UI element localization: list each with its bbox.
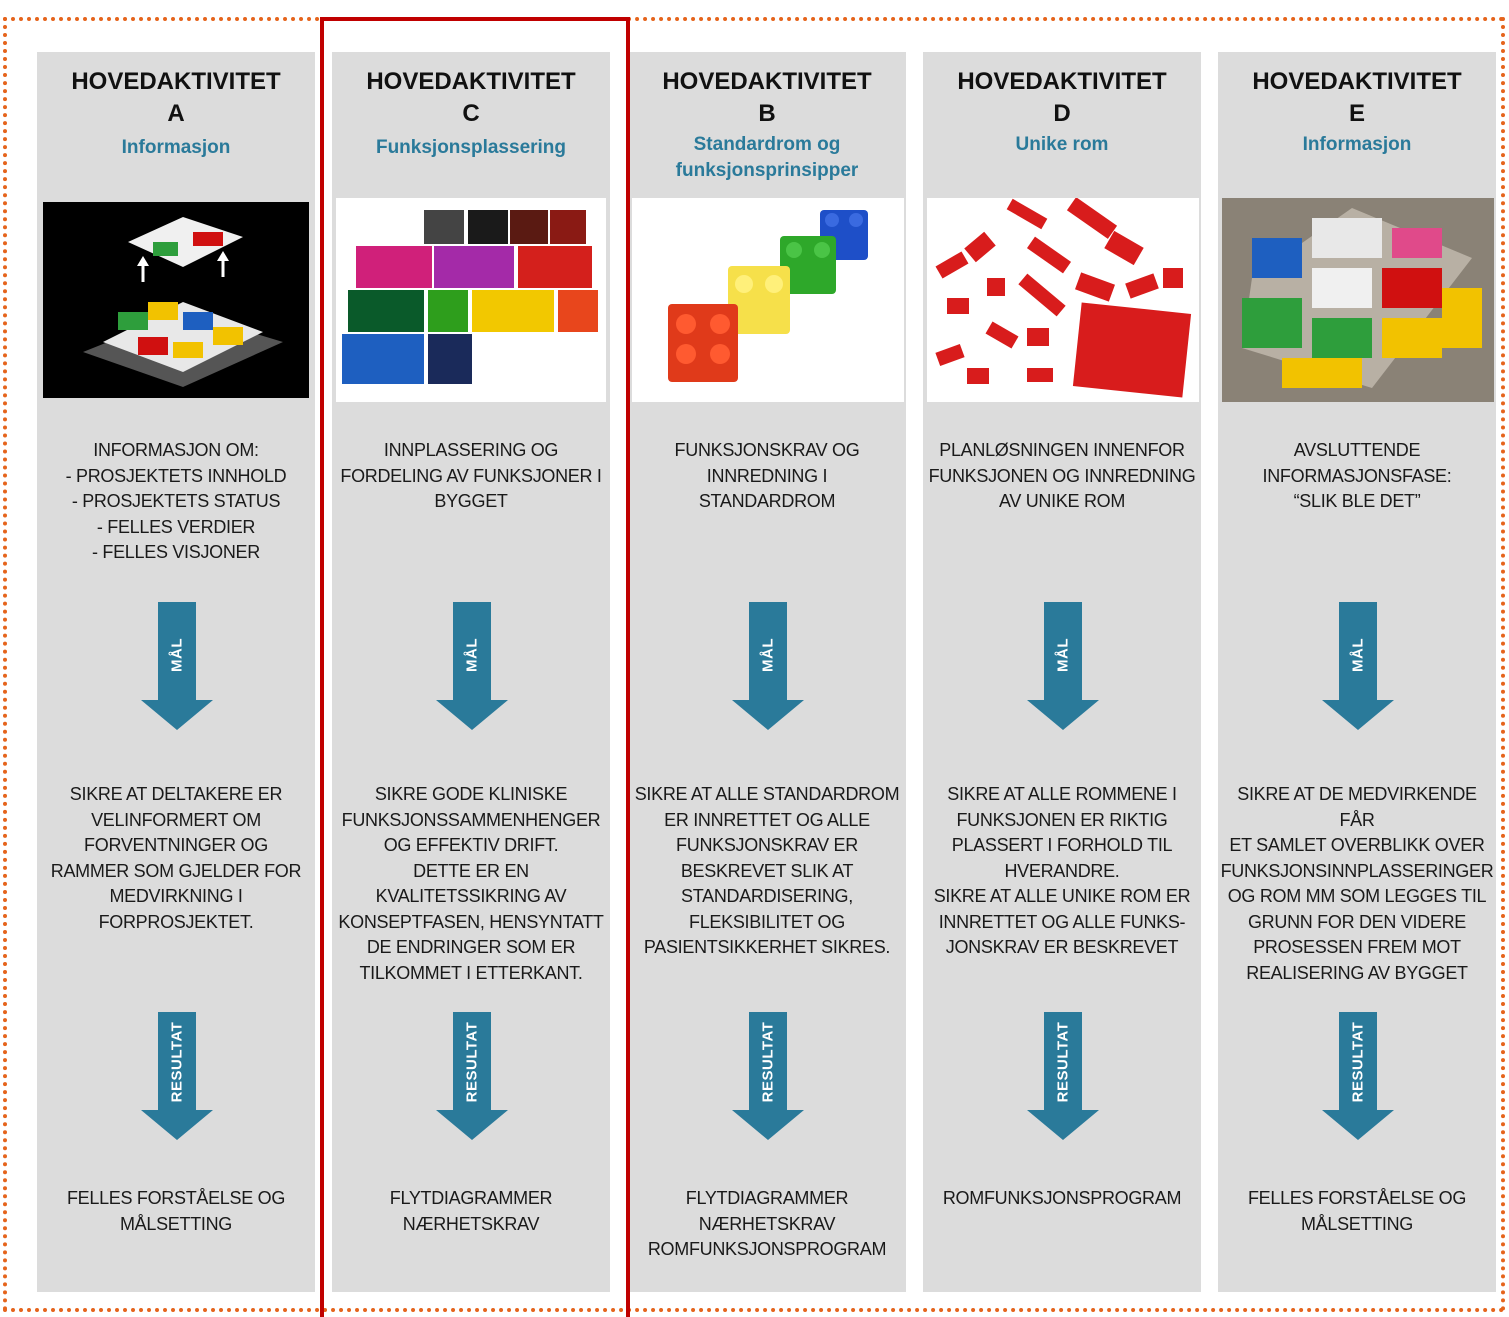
result-arrow-icon: RESULTAT: [1322, 1012, 1394, 1140]
lego-house-aerial-image: [1222, 198, 1494, 402]
column-description: INFORMASJON OM: - PROSJEKTETS INNHOLD - …: [65, 440, 287, 562]
column-description: FUNKSJONSKRAV OG INNREDNING I STANDARDRO…: [674, 440, 860, 511]
column-title: HOVEDAKTIVITET A: [71, 68, 281, 127]
column-description: PLANLØSNINGEN INNENFOR FUNKSJONEN OG INN…: [928, 440, 1196, 511]
column-subtitle: Informasjon: [121, 137, 231, 158]
column-subtitle: Funksjonsplassering: [375, 137, 567, 158]
result-arrow-label: RESULTAT: [1054, 1021, 1072, 1103]
activity-column-b: HOVEDAKTIVITET B Standardrom og funksjon…: [628, 52, 906, 1292]
column-goal: SIKRE AT DELTAKERE ER VELINFORMERT OM FO…: [50, 784, 302, 932]
column-goal: SIKRE AT DE MEDVIRKENDE FÅR ET SAMLET OV…: [1220, 784, 1494, 983]
result-arrow-icon: RESULTAT: [436, 1012, 508, 1140]
result-arrow-icon: RESULTAT: [732, 1012, 804, 1140]
column-result: FELLES FORSTÅELSE OG MÅLSETTING: [66, 1188, 286, 1234]
column-title: HOVEDAKTIVITET E: [1252, 68, 1462, 127]
highlight-frame-column-c: [320, 17, 630, 1317]
column-result: FELLES FORSTÅELSE OG MÅLSETTING: [1247, 1188, 1467, 1234]
goal-arrow-label: MÅL: [759, 638, 777, 672]
goal-arrow-label: MÅL: [1349, 638, 1367, 672]
column-title: HOVEDAKTIVITET C: [366, 68, 576, 127]
dotted-frame: [3, 17, 1505, 1312]
goal-arrow-icon: MÅL: [1322, 602, 1394, 730]
column-goal: SIKRE AT ALLE STANDARDROM ER INNRETTET O…: [634, 784, 900, 957]
activity-column-a: HOVEDAKTIVITET A Informasjon INFORMASJON…: [37, 52, 315, 1292]
activity-column-d: HOVEDAKTIVITET D Unike rom: [923, 52, 1201, 1292]
activity-column-c: HOVEDAKTIVITET C Funksjonsplassering INN…: [332, 52, 610, 1292]
column-description: INNPLASSERING OG FORDELING AV FUNKSJONER…: [340, 440, 602, 511]
result-arrow-label: RESULTAT: [168, 1021, 186, 1103]
column-goal: SIKRE AT ALLE ROMMENE I FUNKSJONEN ER RI…: [933, 784, 1191, 957]
result-arrow-label: RESULTAT: [759, 1021, 777, 1103]
column-title: HOVEDAKTIVITET B: [662, 68, 872, 127]
column-subtitle: Unike rom: [1015, 134, 1109, 155]
column-goal: SIKRE GODE KLINISKE FUNKSJONSSAMMENHENGE…: [338, 784, 604, 983]
goal-arrow-icon: MÅL: [732, 602, 804, 730]
goal-arrow-label: MÅL: [168, 638, 186, 672]
result-arrow-icon: RESULTAT: [141, 1012, 213, 1140]
column-title: HOVEDAKTIVITET D: [957, 68, 1167, 127]
lego-house-exploded-model-image: [43, 202, 309, 398]
column-description: AVSLUTTENDE INFORMASJONSFASE: “SLIK BLE …: [1262, 440, 1452, 511]
activity-column-e: HOVEDAKTIVITET E Informasjon AVSLUTTENDE…: [1218, 52, 1496, 1292]
result-arrow-icon: RESULTAT: [1027, 1012, 1099, 1140]
column-result: FLYTDIAGRAMMER NÆRHETSKRAV: [389, 1188, 553, 1234]
red-lego-pieces-image: [927, 198, 1199, 402]
goal-arrow-icon: MÅL: [1027, 602, 1099, 730]
four-stacked-lego-bricks-image: [632, 198, 904, 402]
goal-arrow-label: MÅL: [1054, 638, 1072, 672]
goal-arrow-icon: MÅL: [436, 602, 508, 730]
column-result: ROMFUNKSJONSPROGRAM: [942, 1188, 1182, 1208]
colored-lego-bricks-image: [336, 198, 606, 402]
column-result: FLYTDIAGRAMMER NÆRHETSKRAV ROMFUNKSJONSP…: [647, 1188, 887, 1259]
result-arrow-label: RESULTAT: [1349, 1021, 1367, 1103]
column-subtitle: Standardrom og funksjonsprinsipper: [675, 134, 859, 181]
column-subtitle: Informasjon: [1302, 134, 1412, 155]
goal-arrow-icon: MÅL: [141, 602, 213, 730]
